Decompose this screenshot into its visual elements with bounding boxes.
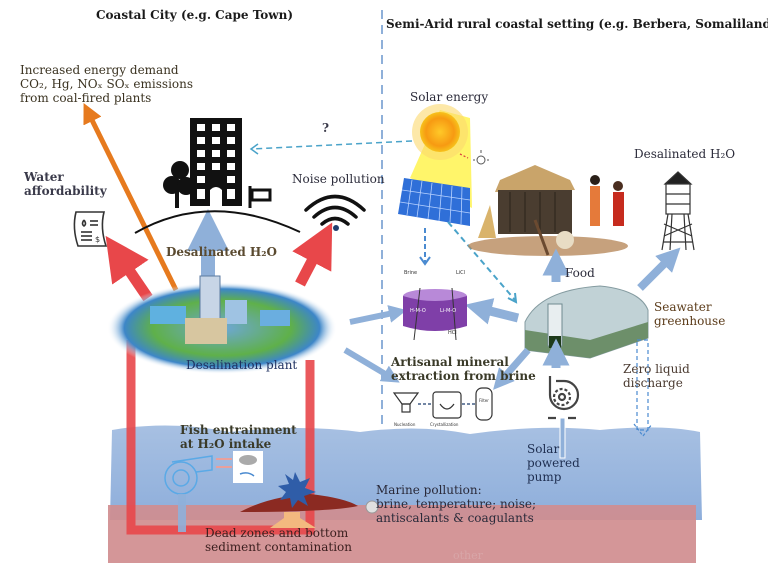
zero-discharge-line-1: Zero liquid [623,362,690,376]
panel-to-greenhouse-arrow [447,221,516,301]
pollution-splash-icon [278,472,316,508]
zero-discharge-channel [636,339,649,431]
solar-panel-icon [398,178,471,226]
plant-to-extraction-arrow [349,305,407,325]
dead-zones-line-1: Dead zones and bottom [205,526,349,540]
water-bill-icon [73,211,108,247]
solar-energy-label: Solar energy [410,90,489,104]
food-label: Food [565,266,595,280]
energy-demand-line-3: from coal-fired plants [20,91,152,105]
pump-pipe [559,417,566,459]
question-mark: ? [322,121,330,135]
greenhouse-icon [524,285,649,359]
village-hut-icon [468,165,628,256]
fish-icon [233,451,263,483]
greenhouse-to-cell-arrow [464,298,520,325]
desalination-plant-label: Desalination plant [186,358,298,372]
mineral-extraction-icons [392,387,493,421]
noise-pollution-label: Noise pollution [292,172,385,186]
plant-buildings [150,275,290,344]
marine-line-2: brine, temperature; noise; [376,497,537,511]
pump-icon [548,376,580,420]
solar-pump-line-1: Solar [527,442,560,456]
step-nucleation: Nucleation [394,422,416,427]
step-crystallization: Crystallization [430,422,459,427]
energy-question-arrow [251,140,413,150]
dead-zones-line-2: sediment contamination [205,540,352,554]
energy-demand-line-2: CO₂, Hg, NOₓ SOₓ emissions [20,77,194,91]
desalinated-rural-label: Desalinated H₂O [634,147,736,161]
greenhouse-line-1: Seawater [654,300,712,314]
affordability-line-2: affordability [24,184,107,198]
cell-licl-label: LiCl [456,270,466,276]
cell-hmo-label: H-M-O [410,308,426,314]
zero-discharge-line-2: discharge [623,376,683,390]
electrochemical-cell-icon [403,287,467,341]
solar-pump-line-3: pump [527,470,562,484]
title-semi-arid: Semi-Arid rural coastal setting (e.g. Be… [386,17,768,31]
solar-pump-label: Solar powered pump [527,442,580,484]
noise-waves-icon [304,194,366,226]
fish-entrainment-label: Fish entrainment at H₂O intake [180,423,297,451]
intake-pipe [126,340,315,535]
affordability-line-1: Water [24,170,64,184]
cell-limo-label: Li-M-O [440,308,457,314]
marine-line-3: antiscalants & coagulants [376,511,534,525]
water-tower-icon [661,171,695,251]
extraction-line-1: Artisanal mineral [391,355,509,369]
extraction-line-2: extraction from brine [391,369,536,383]
greenhouse-to-mineral-arrow [493,347,531,390]
svg-text:$: $ [95,235,100,244]
greenhouse-line-2: greenhouse [654,314,726,328]
cell-brine-label: Brine [404,270,418,276]
cell-hcl-label: HCl [448,330,457,336]
other-label: other [453,549,483,562]
artisanal-extraction-label: Artisanal mineral extraction from brine [391,355,536,383]
fish-line-2: at H₂O intake [180,437,272,451]
upwelling-arrow [270,512,316,528]
sea-body [110,425,702,520]
marine-line-1: Marine pollution: [376,483,482,497]
desalinated-city-label: Desalinated H₂O [166,245,277,259]
pebble-icon [365,500,379,514]
sun-icon [412,104,468,160]
city-building-icon [163,118,272,208]
plant-to-mineral-arrow [343,347,400,383]
step-filter: Filter [479,398,489,403]
light-bulb-icon [473,150,489,165]
fish-line-1: Fish entrainment [180,423,297,437]
energy-demand-label: Increased energy demand CO₂, Hg, NOₓ SOₓ… [20,63,193,105]
greenhouse-to-tower-arrow [637,247,681,291]
solar-pump-line-2: powered [527,456,580,470]
energy-demand-line-1: Increased energy demand [20,63,179,77]
water-affordability-label: Water affordability [24,170,107,198]
sediment-mound [240,494,358,512]
zero-discharge-label: Zero liquid discharge [623,362,690,390]
title-coastal-city: Coastal City (e.g. Cape Town) [96,8,293,22]
city-hill [134,210,301,234]
affordability-arrow [105,235,153,302]
seawater-greenhouse-label: Seawater greenhouse [654,300,725,328]
dead-zones-label: Dead zones and bottom sediment contamina… [205,526,352,554]
noise-arrow [292,222,333,287]
marine-pollution-label: Marine pollution: brine, temperature; no… [376,483,536,525]
energy-demand-arrow [83,103,179,292]
